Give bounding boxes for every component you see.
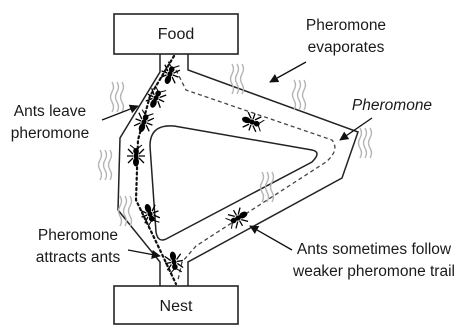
label-ants-leave-line2: pheromone <box>11 125 89 142</box>
evaporation-wave-icon <box>293 80 306 110</box>
evaporation-wave-icon <box>99 150 112 180</box>
nest-label: Nest <box>160 298 193 315</box>
evaporation-wave-icon <box>111 82 124 112</box>
label-follow-line2: weaker pheromone trail <box>292 263 455 280</box>
ant-icon <box>224 205 252 231</box>
arrow-icon <box>128 250 160 256</box>
evaporation-wave-icon <box>119 196 132 226</box>
label-evaporates-line2: evaporates <box>308 39 385 56</box>
ant-icon <box>158 61 182 87</box>
label-attracts-line2: attracts ants <box>36 249 121 266</box>
label-attracts-line1: Pheromone <box>38 227 118 244</box>
ant-icon <box>127 145 145 167</box>
ant-icon <box>239 110 265 134</box>
label-pheromone-italic: Pheromone <box>352 97 433 114</box>
arrow-icon <box>250 226 292 250</box>
label-ants-leave-line1: Ants leave <box>14 103 86 120</box>
arrow-icon <box>270 62 306 82</box>
food-label: Food <box>158 26 194 43</box>
evaporation-wave-icon <box>359 128 372 158</box>
label-follow-line1: Ants sometimes follow <box>297 241 452 258</box>
label-evaporates-line1: Pheromone <box>306 17 386 34</box>
